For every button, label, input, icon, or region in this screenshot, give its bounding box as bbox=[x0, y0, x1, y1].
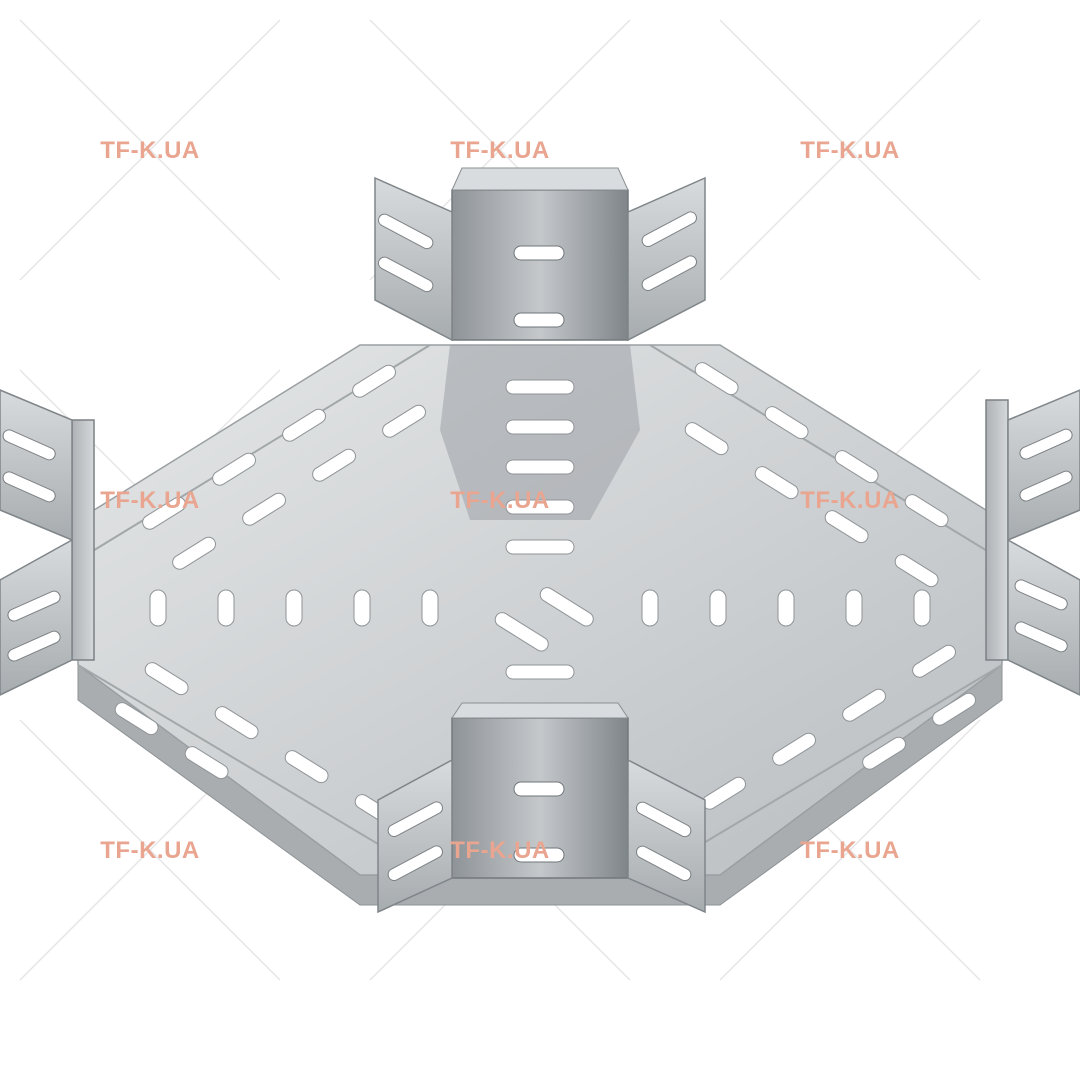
right-side-wall bbox=[985, 389, 1080, 696]
bottom-side-wall bbox=[377, 702, 706, 914]
top-side-wall bbox=[374, 167, 706, 342]
left-side-wall bbox=[0, 389, 95, 696]
